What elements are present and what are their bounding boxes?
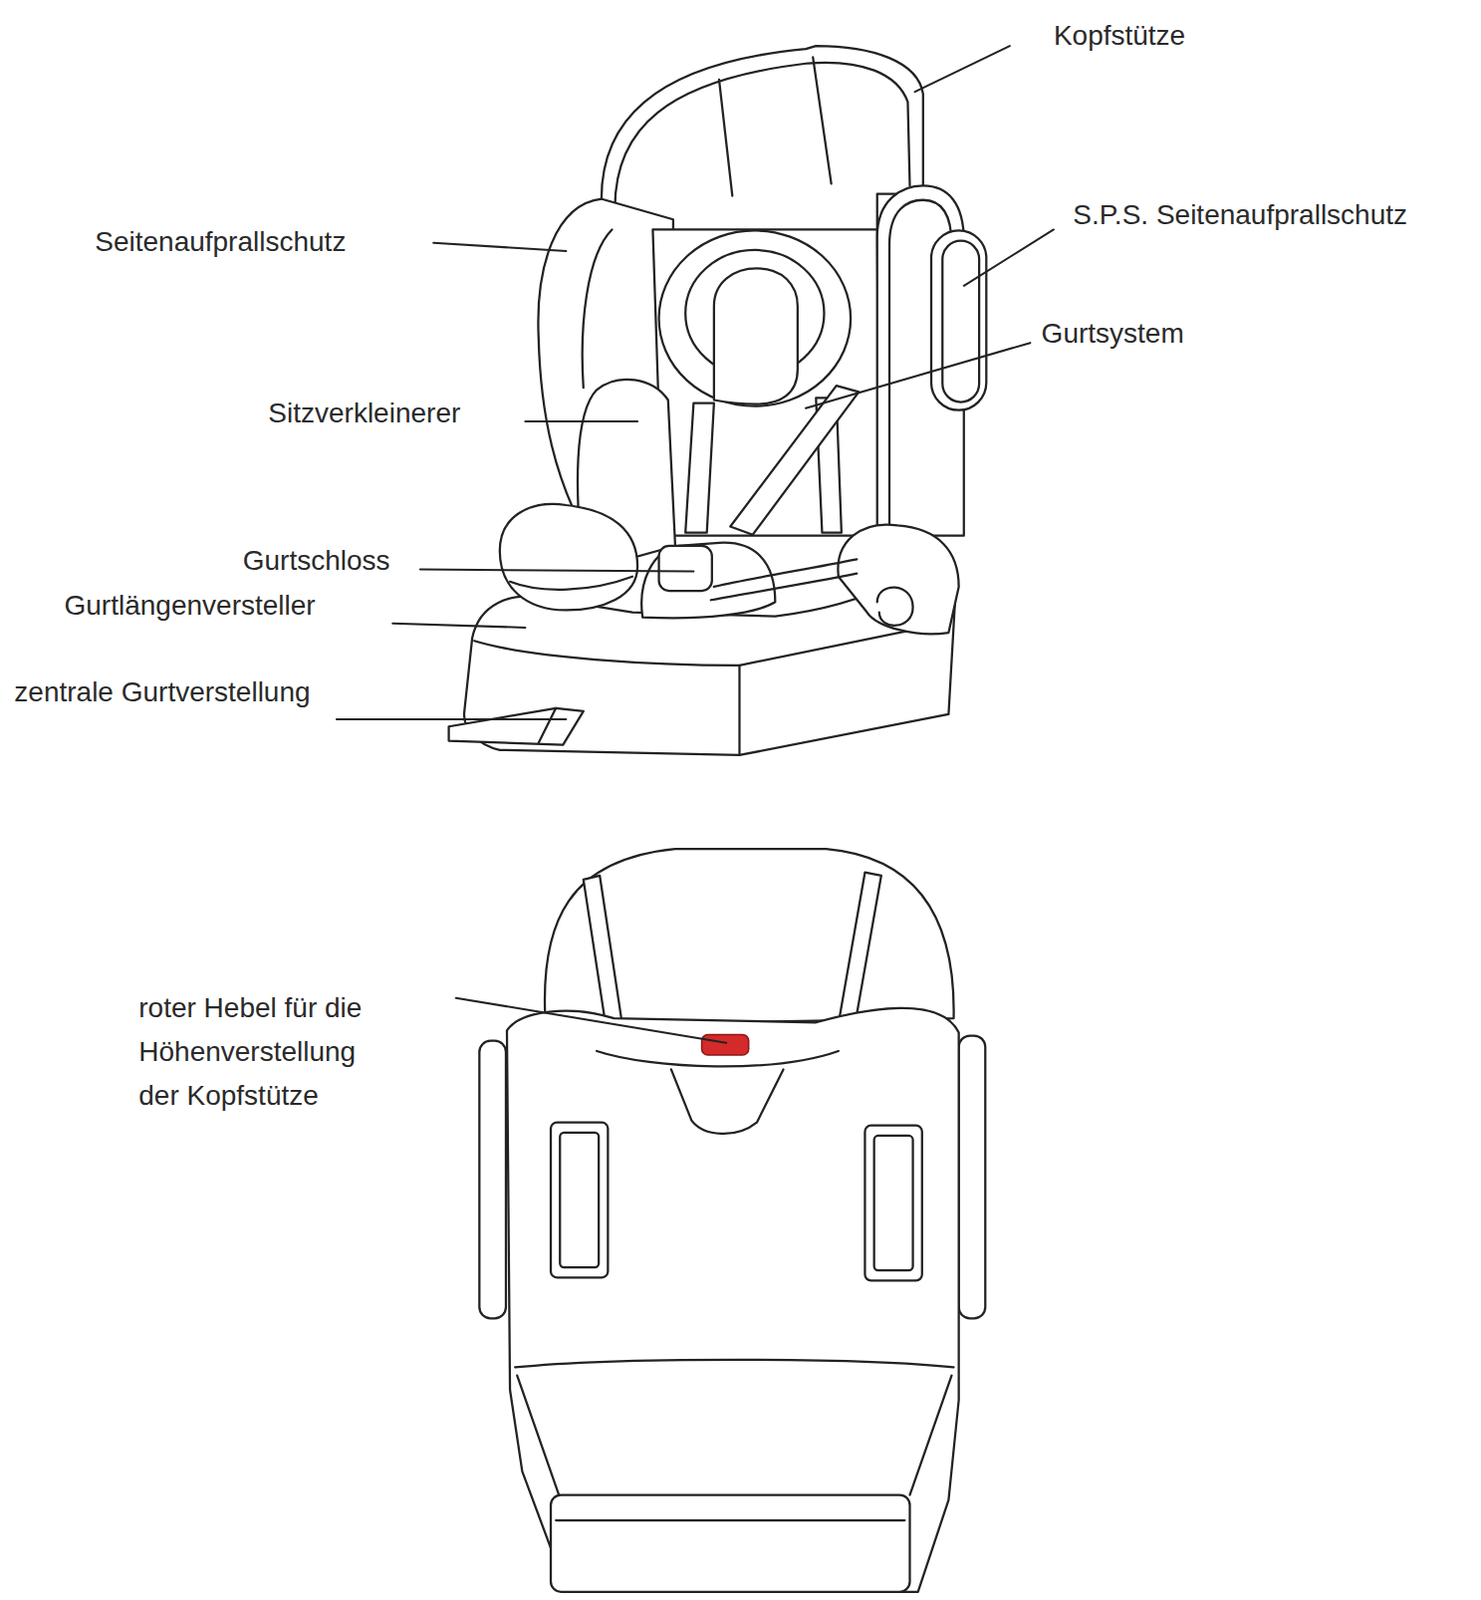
leader-line [915,45,1010,92]
belt-slot [550,1122,608,1278]
leader-line [964,229,1054,285]
part-label: roter Hebel für die Höhenverstellung der… [138,986,393,1118]
sps-pad [931,230,987,410]
belt-slot-inner [559,1132,599,1267]
seat-front-edge [474,622,949,666]
part-label: Seitenaufprallschutz [94,225,346,259]
head-cushion-hole [714,267,798,404]
part-label: zentrale Gurtverstellung [13,675,310,710]
leader-lines [336,45,1054,1043]
part-label: Gurtlängenversteller [64,588,316,623]
leader-line [392,623,525,628]
buckle [659,545,713,591]
headrest-seam [719,79,733,197]
left-bolster [499,503,638,610]
seat-back-view [479,848,986,1592]
belt-hook [877,587,914,626]
crotch-cushion [641,542,775,619]
part-label: Sitzverkleinerer [267,396,461,431]
leader-line [336,718,566,721]
seat-corner [738,665,741,755]
leader-line [456,997,727,1043]
belt-slot [864,1125,922,1281]
lap-belt [714,558,857,587]
right-armrest [837,524,959,635]
side-wing-back [479,1040,506,1319]
adjuster-strap-fold [538,708,556,743]
part-label: Gurtschloss [243,543,391,578]
base-edge [910,1375,953,1495]
leader-line [805,342,1030,409]
part-label: Kopfstütze [1053,18,1186,53]
left-bolster-seam [509,576,633,590]
backrest [652,229,879,535]
base-top [514,1359,954,1368]
head-cushion [659,230,852,406]
shoulder-strap [685,403,715,533]
collar-notch [671,1068,784,1134]
leader-line [420,569,694,572]
backrest-back [506,1007,960,1592]
base-tray-line [555,1518,905,1521]
base-edge [516,1375,559,1495]
side-wing-inner [582,229,613,388]
part-label: Gurtsystem [1041,316,1185,351]
leader-line [524,420,638,423]
seat-front-view [449,45,988,755]
part-label: S.P.S. Seitenaufprallschutz [1072,198,1408,233]
adjuster-strap [449,708,584,745]
side-wing-back [959,1035,987,1319]
diagonal-strap [730,385,859,535]
sps-pad-inner [942,241,980,403]
headrest-inner [614,62,910,215]
belt-slot-inner [874,1135,914,1270]
headrest-lever [702,1034,749,1055]
headrest-seam [812,56,831,184]
headrest [601,45,924,235]
base-tray [550,1494,910,1592]
lap-belt [711,573,857,601]
leader-line [433,243,566,251]
